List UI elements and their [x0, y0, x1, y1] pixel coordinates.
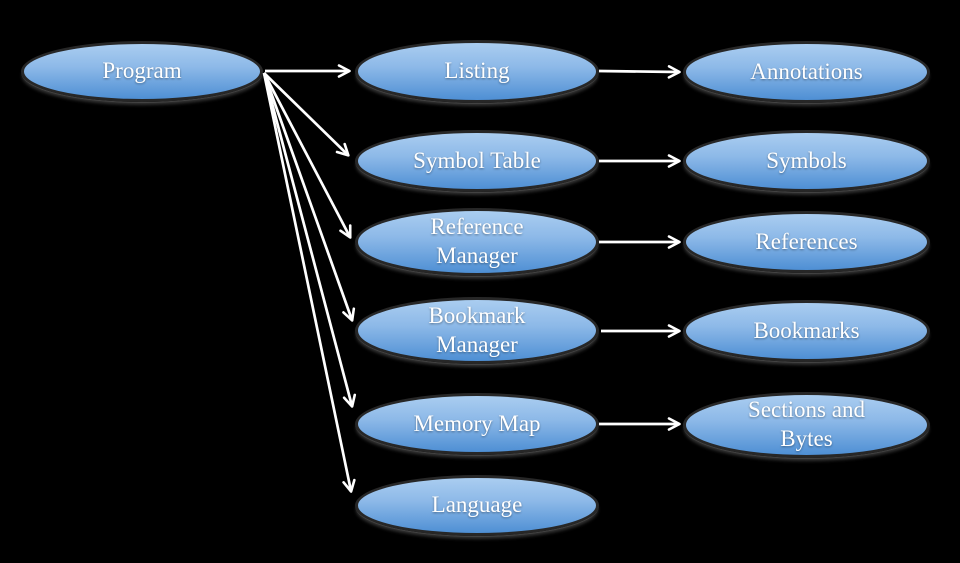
node-memory-map-label: Memory Map [413, 410, 541, 436]
node-references-label: References [755, 228, 858, 254]
node-symbol-table-label: Symbol Table [413, 147, 541, 173]
node-bookmarks: Bookmarks [683, 300, 930, 362]
node-language-label: Language [431, 492, 523, 518]
arrow-program-to-bookmark-manager [262, 72, 356, 322]
node-bookmarks-label: Bookmarks [753, 317, 860, 343]
arrow-program-to-language [262, 72, 356, 493]
arrow-listing-to-annotations [598, 65, 681, 79]
node-memory-map: Memory Map [355, 393, 599, 455]
node-language: Language [355, 475, 599, 536]
node-symbols-label: Symbols [766, 147, 847, 173]
node-references: References [683, 211, 930, 273]
node-reference-manager: Reference Manager [355, 208, 599, 276]
node-symbols: Symbols [683, 130, 930, 192]
node-bookmark-manager: Bookmark Manager [355, 297, 599, 364]
node-annotations: Annotations [683, 41, 930, 103]
node-annotations-label: Annotations [750, 58, 863, 84]
node-symbol-table: Symbol Table [355, 130, 599, 192]
node-sections-and-bytes: Sections and Bytes [683, 392, 930, 458]
node-program-label: Program [102, 58, 182, 84]
arrow-program-to-reference-manager [262, 72, 352, 239]
node-listing: Listing [355, 40, 599, 103]
node-program: Program [21, 41, 263, 102]
node-listing-label: Listing [444, 58, 510, 84]
arrow-program-to-memory-map [262, 72, 357, 408]
node-bookmark-manager-label: Bookmark Manager [428, 302, 526, 357]
node-reference-manager-label: Reference Manager [430, 214, 524, 268]
node-sections-and-bytes-label: Sections and Bytes [748, 397, 865, 451]
arrow-program-to-symbol-table [263, 72, 350, 157]
